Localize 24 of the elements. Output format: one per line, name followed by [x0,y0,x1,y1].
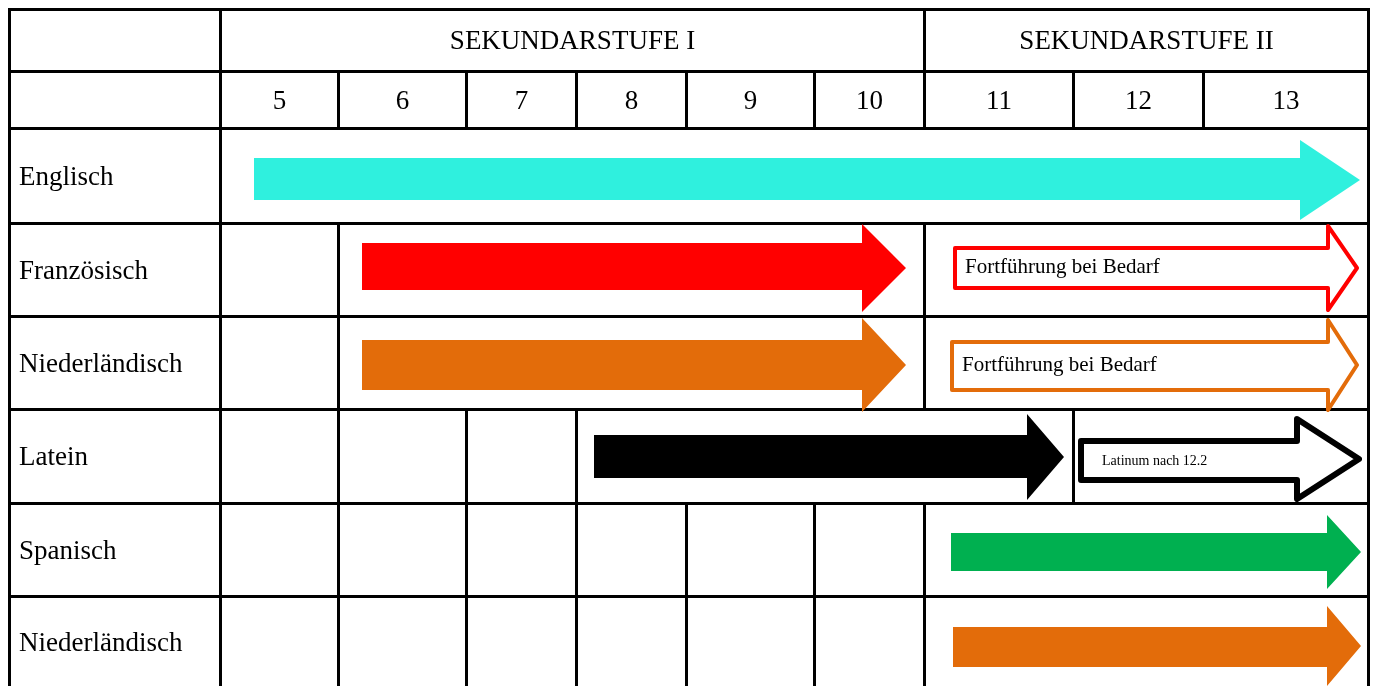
column-header: 8 [624,86,639,114]
column-header: 6 [395,86,410,114]
timeline-bar [953,606,1361,686]
column-header: 12 [1125,86,1152,114]
column-header: SEKUNDARSTUFE II [1019,27,1274,54]
column-header: 9 [743,86,758,114]
row-header: Spanisch [19,536,117,564]
row-header: Latein [19,443,88,470]
column-header: 10 [856,86,883,114]
row-header: Französisch [19,256,148,284]
row-header: Niederländisch [19,628,183,656]
row-header: Englisch [19,162,114,190]
bar-label: Fortführung bei Bedarf [965,256,1160,277]
bar-label: Fortführung bei Bedarf [962,354,1157,375]
bar-label: Latinum nach 12.2 [1102,453,1208,468]
timeline-bar [254,140,1360,220]
column-header: 13 [1272,86,1300,114]
timeline-bar [953,224,1359,312]
timeline-bar [951,515,1361,589]
column-header: 7 [514,86,529,114]
column-header: 5 [272,86,287,114]
column-header: SEKUNDARSTUFE I [449,27,696,54]
column-header: 11 [986,86,1012,114]
row-header: Niederländisch [19,349,183,377]
